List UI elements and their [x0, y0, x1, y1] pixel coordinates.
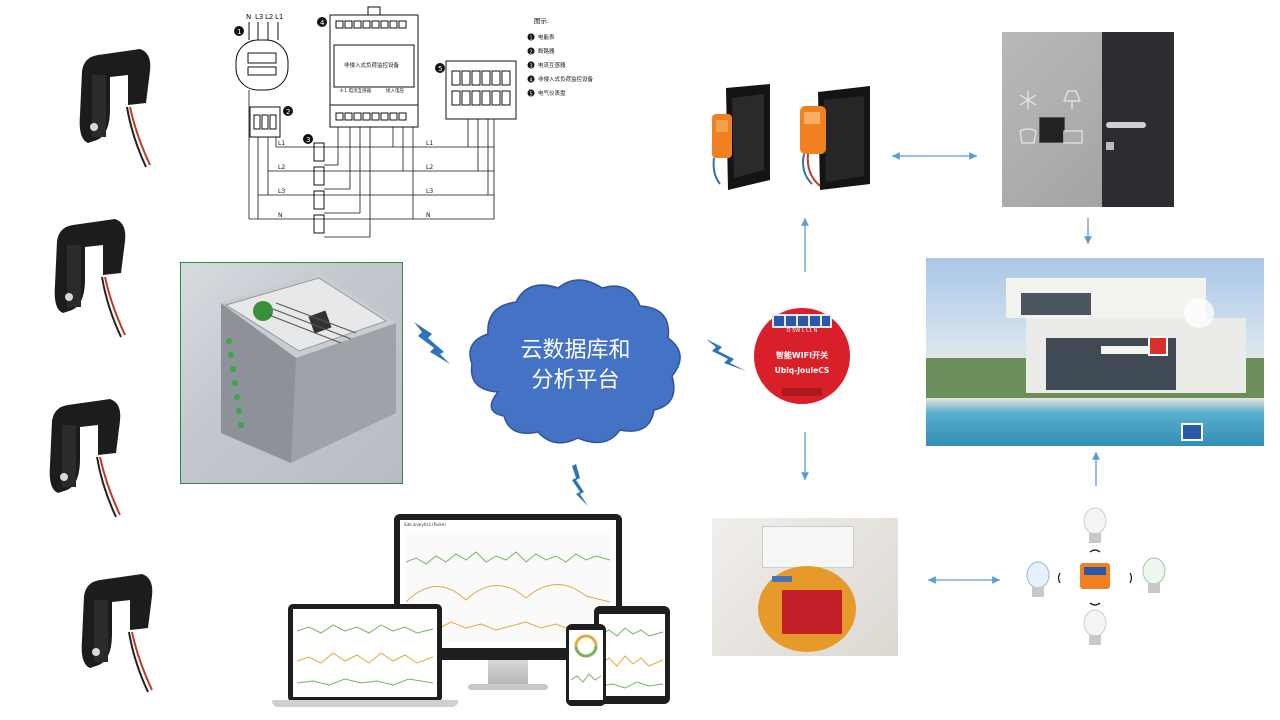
wire-label-n-left: N [278, 212, 283, 219]
svg-text:1: 1 [237, 28, 241, 36]
module-model: Ubiq-JouleCS [774, 366, 830, 375]
bulb-right [1142, 557, 1166, 593]
device-title: 非侵入式负荷监控设备 [344, 61, 400, 69]
bulb-left [1026, 561, 1050, 597]
svg-text:4: 4 [530, 78, 533, 84]
monitor-screen-title: Site analytics (Pulse) [404, 522, 446, 527]
wire-label-l3-right: L3 [426, 188, 433, 195]
lightning-bolt-left [414, 322, 450, 364]
wire-label-l2-left: L2 [278, 164, 285, 171]
wire-label-l1-right: L1 [426, 140, 433, 147]
cloud-label-line1: 云数据库和 [520, 338, 631, 363]
smart-bulbs-cluster [1020, 505, 1170, 655]
wire-top-label-l1: L1 [275, 13, 283, 21]
current-sensor-3 [40, 395, 130, 520]
svg-text:5: 5 [438, 65, 442, 73]
laptop [288, 604, 442, 702]
legend-item-5: 电气仪表盘 [538, 89, 566, 97]
current-sensor-1 [70, 45, 160, 170]
smart-wall-panel-photo [1002, 32, 1174, 207]
device-sub-left: 4·1 电流互感器 [340, 87, 372, 94]
wire-top-label-l2: L2 [265, 13, 273, 21]
svg-text:5: 5 [530, 92, 533, 98]
svg-text:4: 4 [320, 19, 325, 27]
cloud-database-platform: 云数据库和 分析平台 [458, 272, 693, 452]
legend-item-3: 电流互感器 [538, 61, 566, 69]
wiring-diagram: N L3 L2 L1 1 2 4 非侵入式负荷监控设备 4·1 电流互感器 接入… [228, 5, 608, 245]
svg-text:3: 3 [530, 64, 533, 70]
svg-text:2: 2 [286, 108, 290, 116]
svg-text:3: 3 [306, 136, 310, 144]
lightning-bolt-right [706, 339, 746, 371]
cloud-label-line2: 分析平台 [531, 368, 620, 393]
legend-item-1: 电能表 [538, 33, 555, 41]
bulb-bottom [1083, 609, 1107, 645]
wire-top-label-n: N [246, 13, 251, 21]
svg-text:2: 2 [530, 50, 533, 56]
monitoring-device-photo [180, 262, 403, 484]
current-sensor-4 [72, 570, 162, 695]
analytics-devices: Site analytics (Pulse) [272, 512, 672, 708]
wire-label-l1-left: L1 [278, 140, 285, 147]
lightning-bolt-bottom [572, 464, 588, 506]
wire-label-l3-left: L3 [278, 188, 285, 195]
module-install-photo [712, 518, 898, 656]
tablet [594, 606, 670, 704]
svg-text:1: 1 [530, 36, 533, 42]
current-sensor-2 [45, 215, 135, 340]
wire-label-n-right: N [426, 212, 431, 219]
wall-switch-photos [708, 84, 873, 194]
module-title: 智能WIFI开关 [775, 351, 829, 360]
legend-title: 图示: [534, 17, 549, 25]
device-sub-right: 接入电压 [386, 87, 404, 94]
wire-top-label-l3: L3 [255, 13, 263, 21]
legend-item-2: 断路器 [538, 47, 555, 55]
smartphone [566, 624, 606, 706]
bulb-top [1083, 507, 1107, 543]
smart-wifi-switch-module: O SW L L1 N 智能WIFI开关 Ubiq-JouleCS [752, 306, 852, 406]
wire-label-l2-right: L2 [426, 164, 433, 171]
module-terminals: O SW L L1 N [786, 328, 818, 334]
smart-home-house-photo [926, 258, 1264, 446]
legend-item-4: 非侵入式负荷监控设备 [538, 75, 594, 83]
